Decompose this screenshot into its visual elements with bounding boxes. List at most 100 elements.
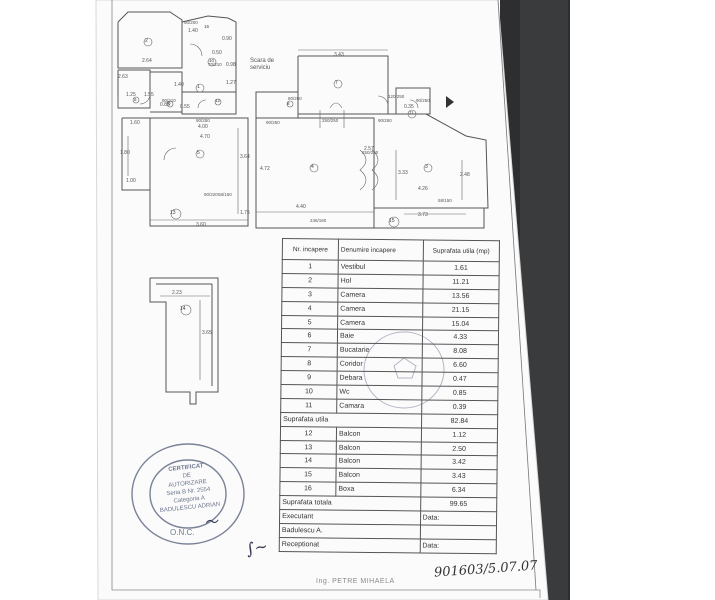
door-label: 246/160 [310, 218, 327, 223]
stamp-text-block: CERTIFICAT DE AUTORIZARE Seria B Nr. 255… [148, 460, 229, 516]
room-number: 6 [134, 97, 137, 102]
door-label: 90/250 [378, 118, 392, 123]
row-area: 3.42 [420, 455, 498, 471]
row-nr: 1 [282, 259, 339, 274]
dim-label: 2.57 [364, 146, 374, 152]
dim-label: 1.00 [126, 178, 136, 184]
dim-label: 4.40 [296, 204, 306, 210]
row-area: 0.39 [421, 399, 498, 415]
page-border [111, 0, 541, 598]
row-nr: 13 [280, 440, 337, 455]
dim-label: 2.63 [118, 74, 128, 80]
row-area: 0.47 [421, 372, 499, 387]
row-area: 0.85 [421, 385, 498, 401]
dim-label: 2.23 [172, 290, 182, 296]
dim-label: 1.55 [144, 92, 154, 98]
row-name: Camera [337, 301, 423, 317]
paper-sheet [95, 0, 549, 600]
row-nr: 9 [280, 370, 338, 386]
door-label: 120/250 [388, 94, 405, 99]
row-area: 11.21 [422, 274, 500, 290]
room-number: 8 [287, 101, 290, 106]
dim-label: 3.33 [398, 170, 408, 176]
row-area: 4.33 [421, 330, 499, 346]
dim-label: 2.48 [460, 172, 470, 178]
dim-label: 0.90 [222, 36, 232, 42]
row-nr: 8 [281, 356, 338, 372]
executant-date-label: Data: [420, 510, 497, 526]
dim-label: 4.26 [418, 186, 428, 192]
header-suprafata: Suprafata utila (mp) [422, 239, 500, 262]
signature-executant: 〜 [203, 514, 220, 532]
row-nr: 2 [281, 273, 339, 288]
door-label: 70/210 [208, 62, 222, 67]
row-nr: 4 [281, 301, 338, 316]
stamp-bottom-text: O.N.C. [170, 528, 195, 537]
room-number: 11 [409, 110, 414, 115]
dim-label: 1.80 [120, 150, 130, 156]
receptionat-label: Receptionat [279, 537, 420, 553]
certificate-stamp [131, 443, 245, 545]
room-number: 10 [209, 58, 215, 63]
dim-label: 1.40 [188, 28, 198, 34]
row-nr: 3 [281, 287, 339, 302]
row-area: 1.12 [420, 427, 498, 443]
row-area: 6.34 [420, 483, 497, 498]
door-label: 250/200 [362, 150, 379, 155]
total-value: 99.65 [420, 497, 497, 512]
dim-label: 0.55 [180, 104, 190, 110]
dim-label: 1.40 [174, 82, 184, 88]
row-name: Boxa [335, 482, 421, 498]
door-label: 80/250 [288, 96, 302, 101]
room-number: 12 [215, 98, 221, 103]
engineer-name: Ing. PETRE MIHAELA [316, 578, 395, 585]
room-number: 9 [168, 101, 171, 106]
row-name: Wc [336, 385, 422, 400]
row-area: 3.43 [420, 469, 498, 485]
row-name: Baie [337, 329, 423, 345]
row-nr: 16 [279, 481, 336, 497]
signature-receptionat: ∫∼ [244, 536, 270, 559]
row-nr: 7 [281, 342, 338, 358]
executant-label: Executant [279, 509, 421, 525]
row-name: Balcon [336, 426, 422, 442]
row-area: 1.61 [422, 260, 500, 276]
total-label: Suprafata totala [279, 495, 421, 511]
row-nr: 12 [280, 426, 337, 441]
row-area: 6.60 [421, 358, 499, 373]
room-number: 7 [335, 80, 338, 86]
header-nr: Nr. incapere [282, 238, 339, 261]
dim-label: 2.64 [142, 58, 152, 64]
row-name: Balcon [336, 440, 421, 456]
dim-label: 1.75 [240, 210, 250, 216]
row-nr: 14 [280, 453, 337, 469]
row-name: Balcon [335, 468, 421, 484]
dim-label: 0.35 [404, 104, 414, 110]
row-area: 2.50 [420, 441, 498, 457]
dim-label: 3.43 [334, 52, 344, 58]
dim-label: 4.00 [198, 124, 208, 130]
row-name: Camera [337, 315, 423, 331]
row-nr: 6 [281, 328, 338, 344]
registration-stamp [363, 331, 445, 409]
row-name: Balcon [336, 454, 421, 470]
row-nr: 11 [280, 398, 337, 413]
blank-cell [419, 524, 497, 540]
row-name: Coridor [337, 357, 422, 373]
areas-table: Nr. incapere Denumire incapere Suprafata… [279, 238, 500, 554]
row-area: 21.15 [422, 302, 499, 318]
subtotal-value: 82.84 [421, 413, 498, 429]
dim-label: 0.85 [160, 102, 170, 108]
room-number: 15 [389, 218, 395, 224]
dim-label: 4.72 [260, 166, 270, 172]
door-label: 58/150 [218, 192, 232, 197]
door-label: 90/250 [196, 118, 210, 123]
dim-label: 3.73 [418, 212, 428, 218]
row-area: 13.56 [422, 288, 499, 304]
row-name: Camera [337, 287, 423, 303]
room-number: 13 [170, 210, 176, 216]
executant-name: Badulescu A. [279, 523, 421, 539]
dim-label: 1.25 [126, 92, 136, 98]
corridor-label: Scara de serviciu [250, 58, 275, 71]
